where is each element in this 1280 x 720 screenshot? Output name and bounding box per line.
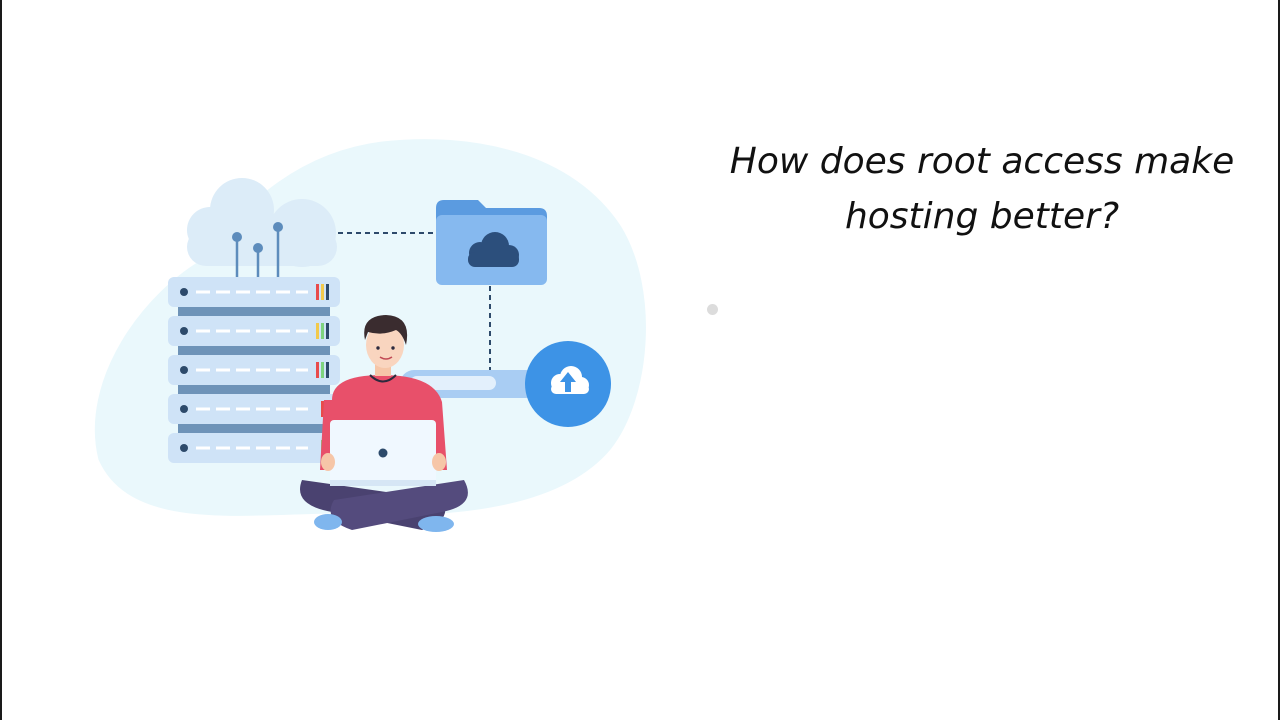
slide-title-line-2: hosting better? (844, 196, 1120, 237)
pager-dot (707, 304, 718, 315)
cloud-icon (187, 178, 337, 278)
folder-cloud-icon (436, 200, 547, 285)
slide-title: How does root access make hosting better… (702, 134, 1262, 244)
person-with-laptop (300, 315, 468, 532)
cloud-upload-icon (525, 341, 611, 427)
slide-title-line-1: How does root access make (729, 141, 1235, 182)
server-rack-icon (168, 277, 340, 463)
hosting-illustration (91, 136, 649, 532)
